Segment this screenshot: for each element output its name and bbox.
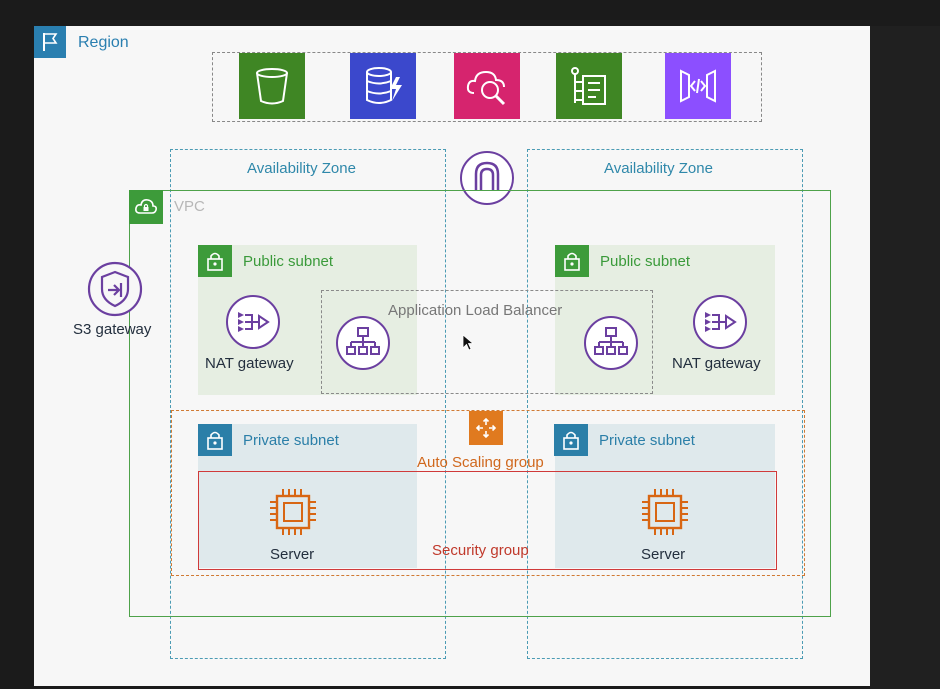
private-subnet-2-label: Private subnet bbox=[599, 432, 695, 449]
auto-scaling-icon bbox=[469, 411, 503, 445]
availability-zone-2-label: Availability Zone bbox=[604, 160, 713, 177]
availability-zone-1 bbox=[170, 149, 446, 659]
private-subnet-2-lock-icon bbox=[554, 424, 588, 456]
availability-zone-2 bbox=[527, 149, 803, 659]
vpc-label: VPC bbox=[174, 198, 205, 215]
window-edge bbox=[870, 26, 940, 689]
auto-scaling-group-label: Auto Scaling group bbox=[417, 454, 544, 471]
nat-gateway-2-label: NAT gateway bbox=[672, 355, 761, 372]
nat-gateway-2-icon bbox=[692, 294, 748, 350]
vpc-boundary bbox=[129, 190, 831, 617]
step-functions-icon bbox=[556, 53, 622, 119]
region-label: Region bbox=[78, 34, 129, 51]
internet-gateway-icon bbox=[459, 150, 515, 206]
private-subnet-1-lock-icon bbox=[198, 424, 232, 456]
api-gateway-icon bbox=[665, 53, 731, 119]
private-subnet-1-label: Private subnet bbox=[243, 432, 339, 449]
security-group-label: Security group bbox=[432, 542, 529, 559]
services-group bbox=[212, 52, 762, 122]
region-flag-icon bbox=[34, 26, 66, 58]
public-subnet-1-label: Public subnet bbox=[243, 253, 334, 270]
cloudwatch-icon bbox=[454, 53, 520, 119]
server-1-ec2-icon bbox=[265, 484, 321, 540]
nat-gateway-1-icon bbox=[225, 294, 281, 350]
load-balancer-node-2-icon bbox=[583, 315, 639, 371]
s3-gateway-label: S3 gateway bbox=[73, 321, 152, 338]
public-subnet-2-lock-icon bbox=[555, 245, 589, 277]
application-load-balancer-group bbox=[321, 290, 653, 394]
diagram-canvas: Region bbox=[34, 26, 870, 686]
server-1-label: Server bbox=[270, 546, 315, 563]
application-load-balancer-label: Application Load Balancer bbox=[388, 302, 563, 319]
availability-zone-1-label: Availability Zone bbox=[247, 160, 356, 177]
server-2-ec2-icon bbox=[637, 484, 693, 540]
s3-bucket-icon bbox=[239, 53, 305, 119]
security-group bbox=[198, 471, 777, 570]
vpc-cloud-icon bbox=[129, 190, 163, 224]
load-balancer-node-1-icon bbox=[335, 315, 391, 371]
server-2-label: Server bbox=[641, 546, 686, 563]
public-subnet-1-lock-icon bbox=[198, 245, 232, 277]
public-subnet-2-label: Public subnet bbox=[600, 253, 691, 270]
mouse-cursor-icon bbox=[462, 334, 475, 357]
auto-scaling-group bbox=[171, 410, 805, 576]
dynamodb-icon bbox=[350, 53, 416, 119]
s3-gateway-endpoint-icon bbox=[86, 260, 144, 318]
nat-gateway-1-label: NAT gateway bbox=[205, 355, 294, 372]
